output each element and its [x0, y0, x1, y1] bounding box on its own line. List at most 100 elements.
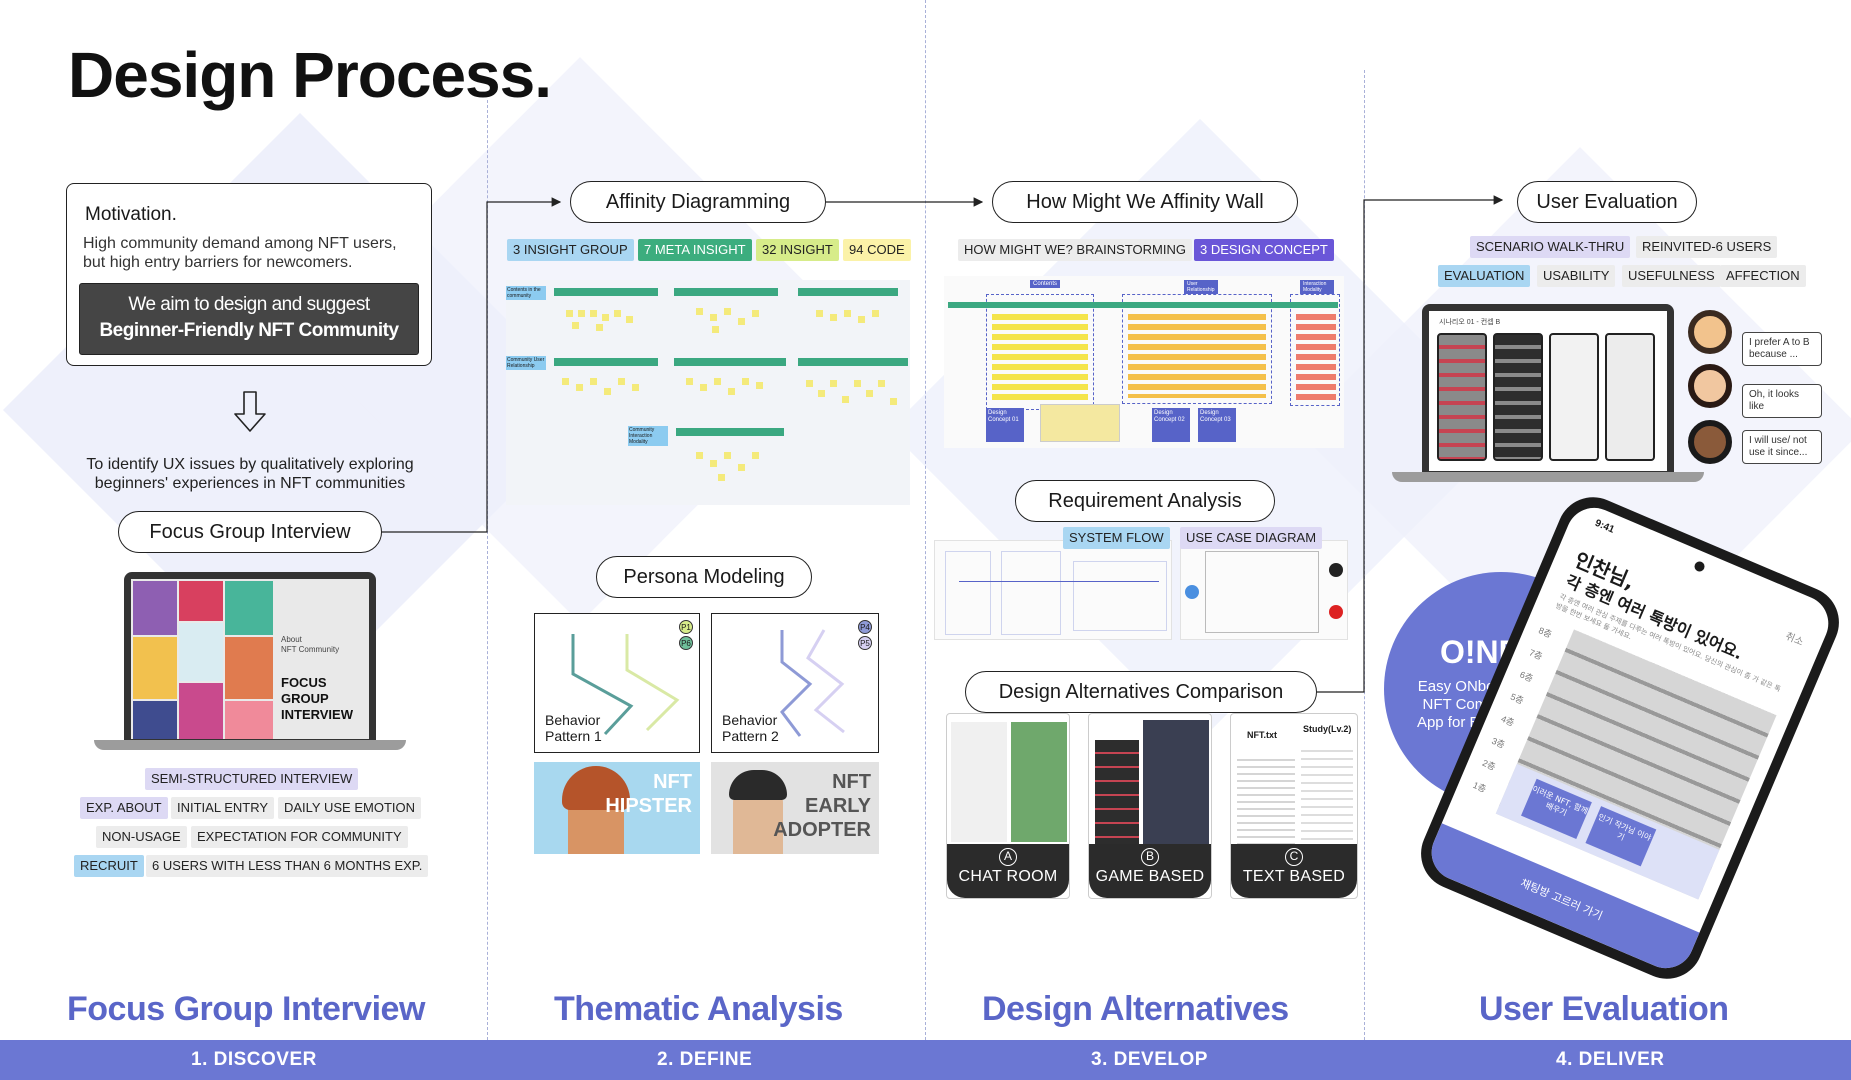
affinity-label-2: Community User Relationship: [506, 356, 546, 370]
tag-initial-entry: INITIAL ENTRY: [171, 797, 275, 819]
fgi-big-title: FOCUS GROUP INTERVIEW: [281, 675, 353, 723]
persona-chip-p4: P4: [858, 620, 872, 634]
arrow-fgi-to-affinity: [380, 197, 562, 533]
use-case-diagram: [1180, 540, 1348, 640]
hmw-col-interaction: Interaction Modality: [1300, 280, 1334, 294]
persona-chip-p6: P6: [679, 636, 693, 650]
hmw-yellow-notes: [992, 314, 1088, 402]
quote-bubble-3: I will use/ not use it since...: [1742, 430, 1822, 464]
phone-camera-icon: [1692, 559, 1707, 574]
hipster-line-2: HIPSTER: [605, 795, 692, 817]
alt-c-text-title-2: Study(Lv.2): [1303, 724, 1352, 734]
alt-a-illustration: [1011, 722, 1067, 842]
persona-chip-p1: P1: [679, 620, 693, 634]
adopter-line-3: ADOPTER: [773, 819, 871, 841]
tag-hmw-brainstorming: HOW MIGHT WE? BRAINSTORMING: [958, 239, 1192, 261]
hmw-cluster-2: [1122, 294, 1272, 404]
alt-a-chat-window: [951, 722, 1007, 842]
user-avatar-3: [1688, 420, 1732, 464]
alt-c-text-title-1: NFT.txt: [1247, 730, 1277, 740]
phone-status-time: 9:41: [1593, 517, 1616, 536]
persona-photo-early-adopter: NFT EARLY ADOPTER: [711, 762, 879, 854]
alt-a-label: A CHAT ROOM: [947, 844, 1069, 898]
motivation-box: Motivation. High community demand among …: [66, 183, 432, 366]
bp1-line-1: Behavior: [545, 712, 601, 728]
user-avatar-2: [1688, 364, 1732, 408]
affinity-diagramming-pill: Affinity Diagramming: [570, 181, 826, 223]
fgi-about: About NFT Community: [281, 635, 339, 655]
design-concept-notes: [1040, 404, 1120, 442]
hmw-orange-notes: [1128, 314, 1266, 398]
nft-art-grid: [131, 579, 275, 739]
use-case-actor-2-icon: [1329, 563, 1343, 577]
tag-code: 94 CODE: [843, 239, 911, 261]
tag-expectation: EXPECTATION FOR COMMUNITY: [191, 826, 408, 848]
hmw-cluster-3: [1290, 294, 1340, 406]
alt-b-letter: B: [1141, 848, 1159, 866]
tag-use-case-diagram: USE CASE DIAGRAM: [1180, 527, 1323, 549]
sf-flow-line: [959, 581, 1159, 582]
arrow-down-icon: [234, 391, 266, 432]
tag-recruit-detail: 6 USERS WITH LESS THAN 6 MONTHS EXP.: [146, 855, 429, 877]
phase-deliver: 4. DELIVER: [1556, 1049, 1665, 1070]
affinity-label-1: Contents in the community: [506, 286, 546, 300]
tag-system-flow: SYSTEM FLOW: [1063, 527, 1170, 549]
alt-b-label: B GAME BASED: [1089, 844, 1211, 898]
behavior-pattern-2-chart: [780, 629, 845, 737]
phase-bar: [0, 1040, 1851, 1080]
adopter-line-1: NFT: [832, 771, 871, 793]
aim-line-2: Beginner-Friendly NFT Community: [99, 320, 399, 341]
phase-define: 2. DEFINE: [657, 1049, 753, 1070]
alt-b-building: [1095, 740, 1139, 852]
fgi-big-line-3: INTERVIEW: [281, 707, 353, 722]
eval-screen-2: [1493, 333, 1543, 461]
aim-box: We aim to design and suggest Beginner-Fr…: [79, 283, 419, 355]
fgi-laptop: About NFT Community FOCUS GROUP INTERVIE…: [94, 572, 406, 754]
laptop-base: [94, 740, 406, 750]
sf-lane-2: [1001, 551, 1061, 635]
use-case-actor-3-icon: [1329, 605, 1343, 619]
design-alternatives-pill: Design Alternatives Comparison: [965, 671, 1317, 713]
tag-scenario-walkthru: SCENARIO WALK-THRU: [1470, 236, 1631, 258]
alt-c-text-lines-2: [1301, 744, 1353, 844]
persona-modeling-pill: Persona Modeling: [596, 556, 812, 598]
tag-reinvited: REINVITED-6 USERS: [1636, 236, 1778, 258]
focus-group-interview-pill: Focus Group Interview: [118, 511, 382, 553]
bp2-line-2: Pattern 2: [722, 728, 779, 744]
persona-card-1: P1 P6 Behavior Pattern 1: [534, 613, 700, 753]
phone-cancel[interactable]: 취소: [1783, 631, 1805, 649]
alt-c-title: TEXT BASED: [1242, 868, 1346, 885]
research-goal: To identify UX issues by qualitatively e…: [86, 456, 414, 492]
motivation-description: High community demand among NFT users, b…: [83, 235, 397, 271]
tag-insight: 32 INSIGHT: [756, 239, 839, 261]
tag-usability: USABILITY: [1537, 265, 1616, 287]
hmw-green-header-row: [948, 302, 1338, 308]
tag-recruit: RECRUIT: [74, 855, 144, 877]
use-case-system-box: [1205, 551, 1319, 633]
tag-meta-insight: 7 META INSIGHT: [638, 239, 752, 261]
persona-adopter-caption: NFT EARLY ADOPTER: [773, 770, 871, 842]
eval-laptop-screen: 시나리오 01 - 컨셉 B: [1429, 311, 1667, 471]
persona-chip-p5: P5: [858, 636, 872, 650]
eval-screen-1: [1437, 333, 1487, 461]
aim-line-1: We aim to design and suggest: [128, 294, 370, 315]
alt-c-letter: C: [1285, 848, 1303, 866]
adopter-line-2: EARLY: [805, 795, 871, 817]
system-flow-diagram: [934, 540, 1172, 640]
stage-thematic-analysis: Thematic Analysis: [554, 990, 843, 1028]
requirement-analysis-pill: Requirement Analysis: [1015, 480, 1275, 522]
hmw-red-notes: [1296, 314, 1336, 400]
stage-focus-group-interview: Focus Group Interview: [67, 990, 425, 1028]
quote-bubble-1: I prefer A to B because ...: [1742, 332, 1822, 366]
bp2-line-1: Behavior: [722, 712, 778, 728]
eval-laptop-base: [1392, 472, 1704, 482]
tag-design-concept: 3 DESIGN CONCEPT: [1194, 239, 1334, 261]
alt-b-game-scene: [1143, 720, 1209, 852]
phase-divider-1: [487, 100, 488, 1040]
page-title: Design Process.: [68, 39, 552, 111]
behavior-pattern-1-label: Behavior Pattern 1: [545, 712, 602, 744]
alt-c-text-lines: [1237, 754, 1295, 850]
alternative-b-card: B GAME BASED: [1088, 713, 1212, 899]
behavior-pattern-1-chart: [571, 634, 680, 736]
